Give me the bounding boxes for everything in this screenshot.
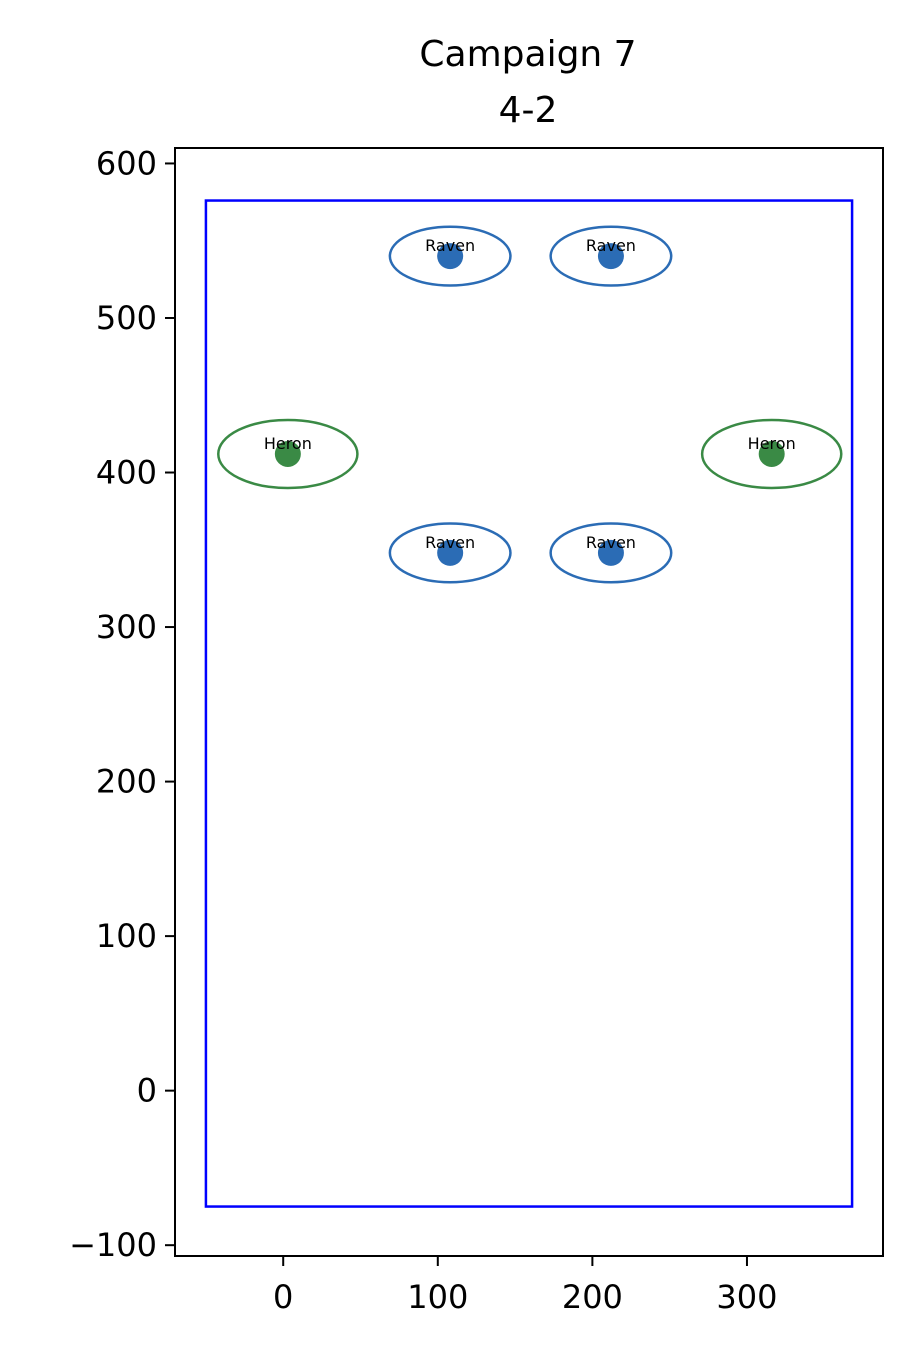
point-marker-5	[597, 539, 624, 566]
x-tick-label-3: 300	[716, 1278, 777, 1316]
y-tick-label-5: 400	[96, 454, 157, 492]
boundary-rect	[204, 199, 854, 1208]
point-ellipse-3	[700, 418, 843, 490]
y-tick-label-1: 0	[137, 1072, 157, 1110]
point-label-1: Raven	[586, 236, 636, 255]
point-marker-4	[437, 539, 464, 566]
point-label-2: Heron	[264, 434, 312, 453]
point-label-4: Raven	[425, 533, 475, 552]
point-marker-3	[758, 440, 785, 467]
y-tick-label-2: 100	[96, 917, 157, 955]
x-tick-label-1: 100	[407, 1278, 468, 1316]
x-tick-label-0: 0	[273, 1278, 293, 1316]
point-ellipse-5	[549, 522, 673, 584]
y-tick-label-3: 200	[96, 763, 157, 801]
y-axis: −100 0 100 200 300 400 500 600	[69, 144, 175, 1264]
chart-subtitle: 4-2	[499, 90, 558, 131]
point-ellipse-4	[388, 522, 512, 584]
point-label-5: Raven	[586, 533, 636, 552]
point-ellipse-2	[217, 418, 359, 490]
point-label-3: Heron	[748, 434, 796, 453]
point-ellipse-1	[549, 225, 673, 287]
y-tick-label-0: −100	[69, 1226, 157, 1264]
point-marker-2	[274, 440, 301, 467]
y-tick-label-7: 600	[96, 144, 157, 182]
y-tick-label-6: 500	[96, 299, 157, 337]
chart-title: Campaign 7	[419, 34, 636, 75]
point-ellipse-0	[388, 225, 512, 287]
axes-frame	[174, 147, 884, 1257]
x-tick-label-2: 200	[562, 1278, 623, 1316]
point-marker-0	[437, 243, 464, 270]
x-axis: 0 100 200 300	[273, 1256, 778, 1316]
point-marker-1	[597, 243, 624, 270]
point-label-0: Raven	[425, 236, 475, 255]
y-tick-label-4: 300	[96, 608, 157, 646]
